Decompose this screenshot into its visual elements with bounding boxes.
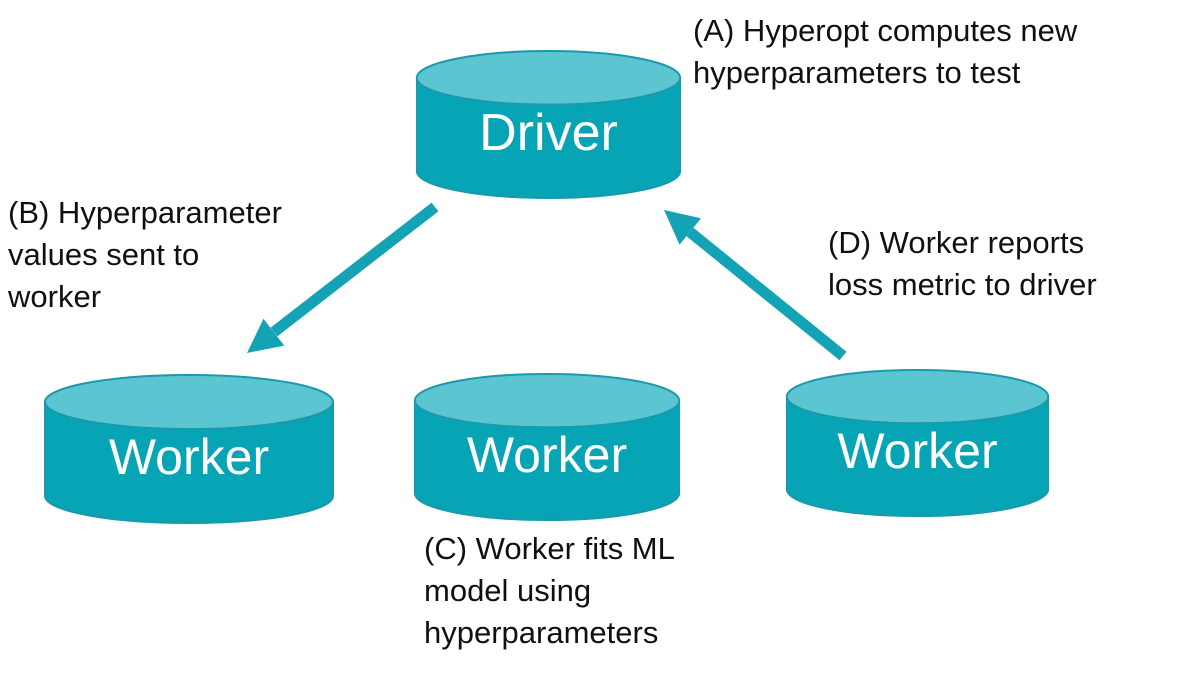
arrow-right-worker-to-driver [664, 210, 847, 361]
worker-left-label: Worker [108, 429, 270, 485]
worker-right-label: Worker [837, 423, 998, 479]
cylinder-shape [415, 49, 682, 199]
cylinder-shape [44, 374, 334, 524]
annotation-d: (D) Worker reports loss metric to driver [828, 225, 1097, 302]
worker-node-middle: Worker [413, 372, 681, 522]
driver-node: Driver [415, 49, 682, 200]
worker-node-left: Worker [43, 373, 335, 525]
annotation-b: (B) Hyperparameter values sent to worker [8, 195, 282, 314]
annotation-a: (A) Hyperopt computes new hyperparameter… [693, 13, 1078, 90]
worker-node-right: Worker [785, 368, 1050, 518]
worker-middle-label: Worker [466, 427, 628, 483]
annotation-c: (C) Worker fits ML model using hyperpara… [424, 531, 675, 650]
cylinder-shape [785, 368, 1050, 518]
cylinder-shape [413, 372, 681, 521]
driver-label: Driver [479, 103, 618, 162]
